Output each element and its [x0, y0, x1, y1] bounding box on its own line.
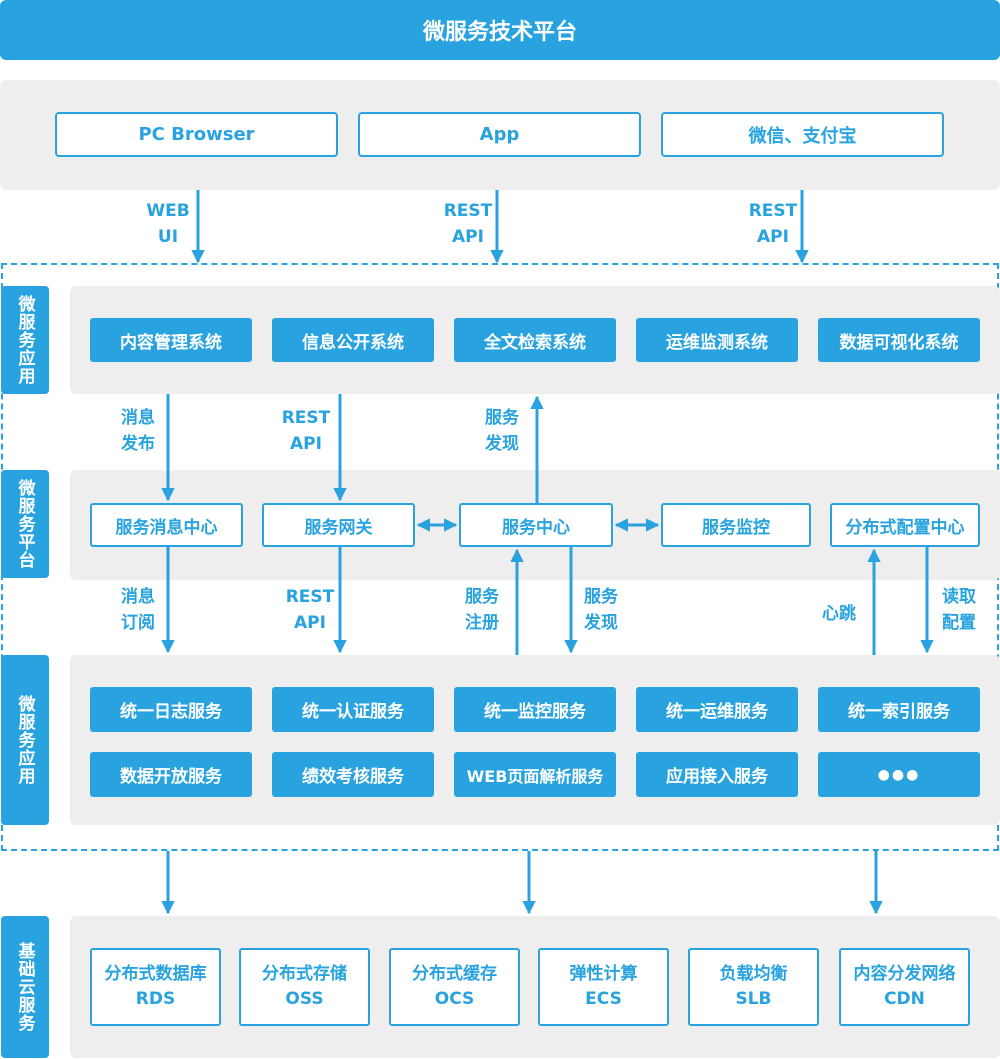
- cloud-slb-name: 负载均衡: [719, 964, 788, 984]
- service-more[interactable]: ●●●: [818, 752, 980, 797]
- client-pc-browser[interactable]: PC Browser: [55, 112, 338, 157]
- service-unified-monitor[interactable]: 统一监控服务: [454, 687, 616, 732]
- link-label-heartbeat: 心跳: [822, 604, 856, 624]
- platform-config-center[interactable]: 分布式配置中心: [830, 503, 980, 547]
- cloud-ocs[interactable]: 分布式缓存 OCS: [389, 948, 520, 1026]
- platform-message-center[interactable]: 服务消息中心: [90, 503, 243, 547]
- side-label-platform: 微服务平台: [1, 470, 49, 578]
- cloud-oss-code: OSS: [285, 989, 324, 1009]
- page-title: 微服务技术平台: [0, 0, 1000, 60]
- service-unified-auth[interactable]: 统一认证服务: [272, 687, 434, 732]
- cloud-ecs-code: ECS: [585, 989, 622, 1009]
- cloud-cdn-name: 内容分发网络: [853, 964, 956, 984]
- cloud-slb-code: SLB: [735, 989, 772, 1009]
- platform-service-center[interactable]: 服务中心: [459, 503, 613, 547]
- cloud-rds[interactable]: 分布式数据库 RDS: [90, 948, 221, 1026]
- cloud-cdn-code: CDN: [884, 989, 925, 1009]
- side-label-cloud: 基础云服务: [1, 916, 49, 1058]
- link-label-read-config: 读取配置: [942, 587, 976, 633]
- link-label-msg-publish: 消息发布: [121, 408, 155, 454]
- app-ops-monitoring[interactable]: 运维监测系统: [636, 318, 798, 362]
- cloud-oss-name: 分布式存储: [262, 964, 347, 984]
- service-app-access[interactable]: 应用接入服务: [636, 752, 798, 797]
- cloud-oss[interactable]: 分布式存储 OSS: [239, 948, 370, 1026]
- link-label-service-discovery-up: 服务发现: [485, 408, 519, 454]
- cloud-rds-code: RDS: [135, 989, 176, 1009]
- client-app[interactable]: App: [358, 112, 641, 157]
- service-unified-ops[interactable]: 统一运维服务: [636, 687, 798, 732]
- service-open-data[interactable]: 数据开放服务: [90, 752, 252, 797]
- cloud-cdn[interactable]: 内容分发网络 CDN: [839, 948, 970, 1026]
- app-content-management[interactable]: 内容管理系统: [90, 318, 252, 362]
- cloud-ecs-name: 弹性计算: [569, 964, 638, 984]
- cloud-slb[interactable]: 负载均衡 SLB: [688, 948, 819, 1026]
- cloud-ocs-name: 分布式缓存: [412, 964, 497, 984]
- service-web-parsing[interactable]: WEB页面解析服务: [454, 752, 616, 797]
- side-label-apps: 微服务应用: [1, 286, 49, 394]
- app-data-visualization[interactable]: 数据可视化系统: [818, 318, 980, 362]
- link-label-service-discovery-down: 服务发现: [584, 587, 618, 633]
- cloud-ecs[interactable]: 弹性计算 ECS: [538, 948, 669, 1026]
- service-unified-log[interactable]: 统一日志服务: [90, 687, 252, 732]
- service-performance[interactable]: 绩效考核服务: [272, 752, 434, 797]
- services-panel: [70, 655, 1000, 825]
- platform-service-monitor[interactable]: 服务监控: [661, 503, 811, 547]
- platform-gateway[interactable]: 服务网关: [262, 503, 415, 547]
- app-fulltext-search[interactable]: 全文检索系统: [454, 318, 616, 362]
- link-label-msg-subscribe: 消息订阅: [121, 587, 155, 633]
- service-unified-index[interactable]: 统一索引服务: [818, 687, 980, 732]
- cloud-ocs-code: OCS: [434, 989, 475, 1009]
- app-info-disclosure[interactable]: 信息公开系统: [272, 318, 434, 362]
- client-wechat-alipay[interactable]: 微信、支付宝: [661, 112, 944, 157]
- link-label-service-register: 服务注册: [465, 587, 499, 633]
- cloud-rds-name: 分布式数据库: [104, 964, 207, 984]
- side-label-services: 微服务应用: [1, 655, 49, 825]
